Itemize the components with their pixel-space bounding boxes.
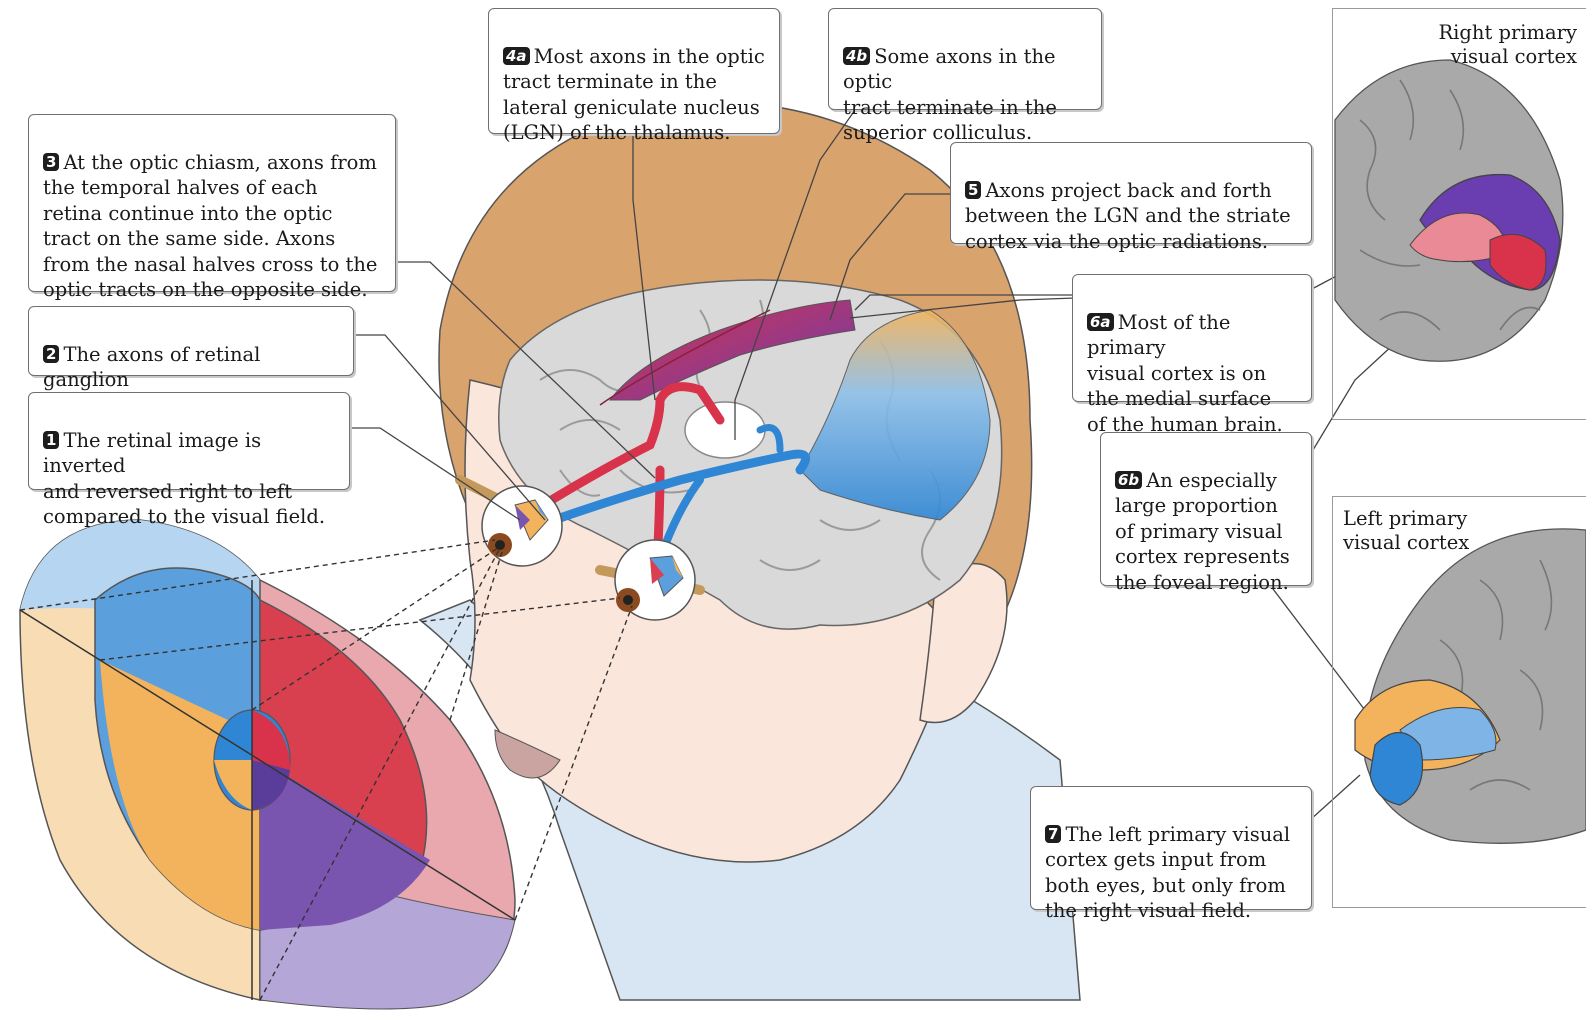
callout-4b-text: Some axons in the optic tract terminate … [843,45,1057,145]
callout-5-text: Axons project back and forth between the… [965,179,1291,253]
step-badge-5: 5 [965,181,981,199]
callout-7-text: The left primary visual cortex gets inpu… [1045,823,1290,923]
panel-title-left: Left primary visual cortex [1343,507,1469,555]
eye-right [615,540,695,620]
callout-6a-text: Most of the primary visual cortex is on … [1087,311,1283,436]
step-badge-4a: 4a [503,47,530,65]
step-badge-1: 1 [43,431,59,449]
callout-3-text: At the optic chiasm, axons from the temp… [43,151,377,302]
visual-field [20,520,515,1009]
step-badge-3: 3 [43,153,59,171]
step-badge-4b: 4b [843,47,870,65]
callout-4a-text: Most axons in the optic tract terminate … [503,45,765,145]
thalamus [685,402,765,458]
step-badge-6a: 6a [1087,313,1114,331]
callout-1-text: The retinal image is inverted and revers… [43,429,325,529]
right-primary-visual-cortex-panel: Right primary visual cortex [1332,8,1586,420]
eye-left [482,486,562,566]
step-badge-6b: 6b [1115,471,1142,489]
left-primary-visual-cortex-panel: Left primary visual cortex [1332,496,1586,908]
panel-title-right: Right primary visual cortex [1439,21,1578,69]
step-badge-2: 2 [43,345,59,363]
step-badge-7: 7 [1045,825,1061,843]
